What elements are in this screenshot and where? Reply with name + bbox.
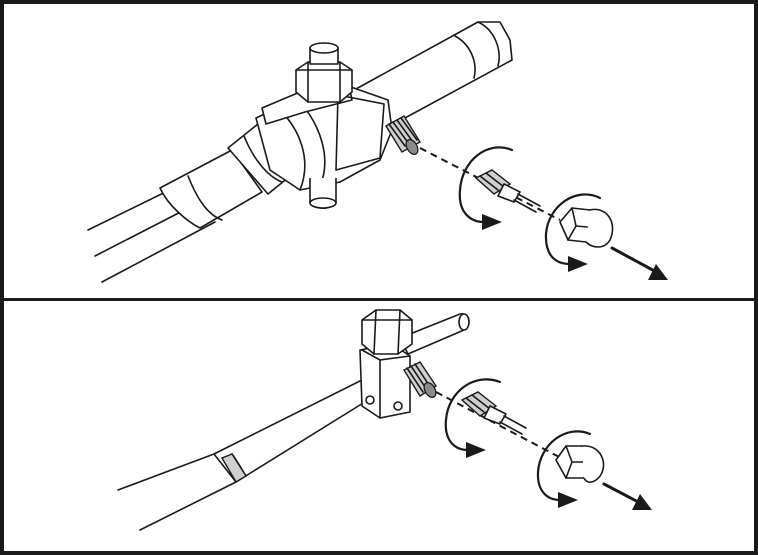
bottom-cap-nut [555, 445, 605, 483]
bottom-core-rotation-arrow-icon [444, 378, 502, 458]
panel-bottom-tap-block [117, 309, 652, 531]
top-small-tube [87, 149, 263, 283]
bottom-dashed-axis [435, 391, 581, 469]
top-removal-arrow-icon [610, 246, 668, 280]
bottom-hex-nut [361, 309, 413, 355]
bottom-valve-core [460, 391, 527, 435]
bottom-rod [399, 313, 470, 355]
bottom-tap-block [359, 343, 411, 419]
top-valve-bottom-stub [309, 178, 337, 210]
top-access-port-threads [385, 115, 421, 155]
bottom-removal-arrow-icon [602, 482, 652, 510]
bottom-cap-rotation-arrow-icon [536, 430, 592, 508]
top-valve-hex-cap [295, 42, 353, 103]
panel-divider [4, 298, 754, 301]
bottom-long-tube [117, 379, 369, 531]
bottom-access-port-threads [403, 361, 437, 398]
panel-top-service-valve [87, 21, 668, 283]
top-valve-core [474, 169, 541, 213]
top-core-rotation-arrow-icon [458, 146, 514, 230]
top-cap-nut [559, 207, 614, 248]
top-cap-rotation-arrow-icon [544, 193, 602, 272]
